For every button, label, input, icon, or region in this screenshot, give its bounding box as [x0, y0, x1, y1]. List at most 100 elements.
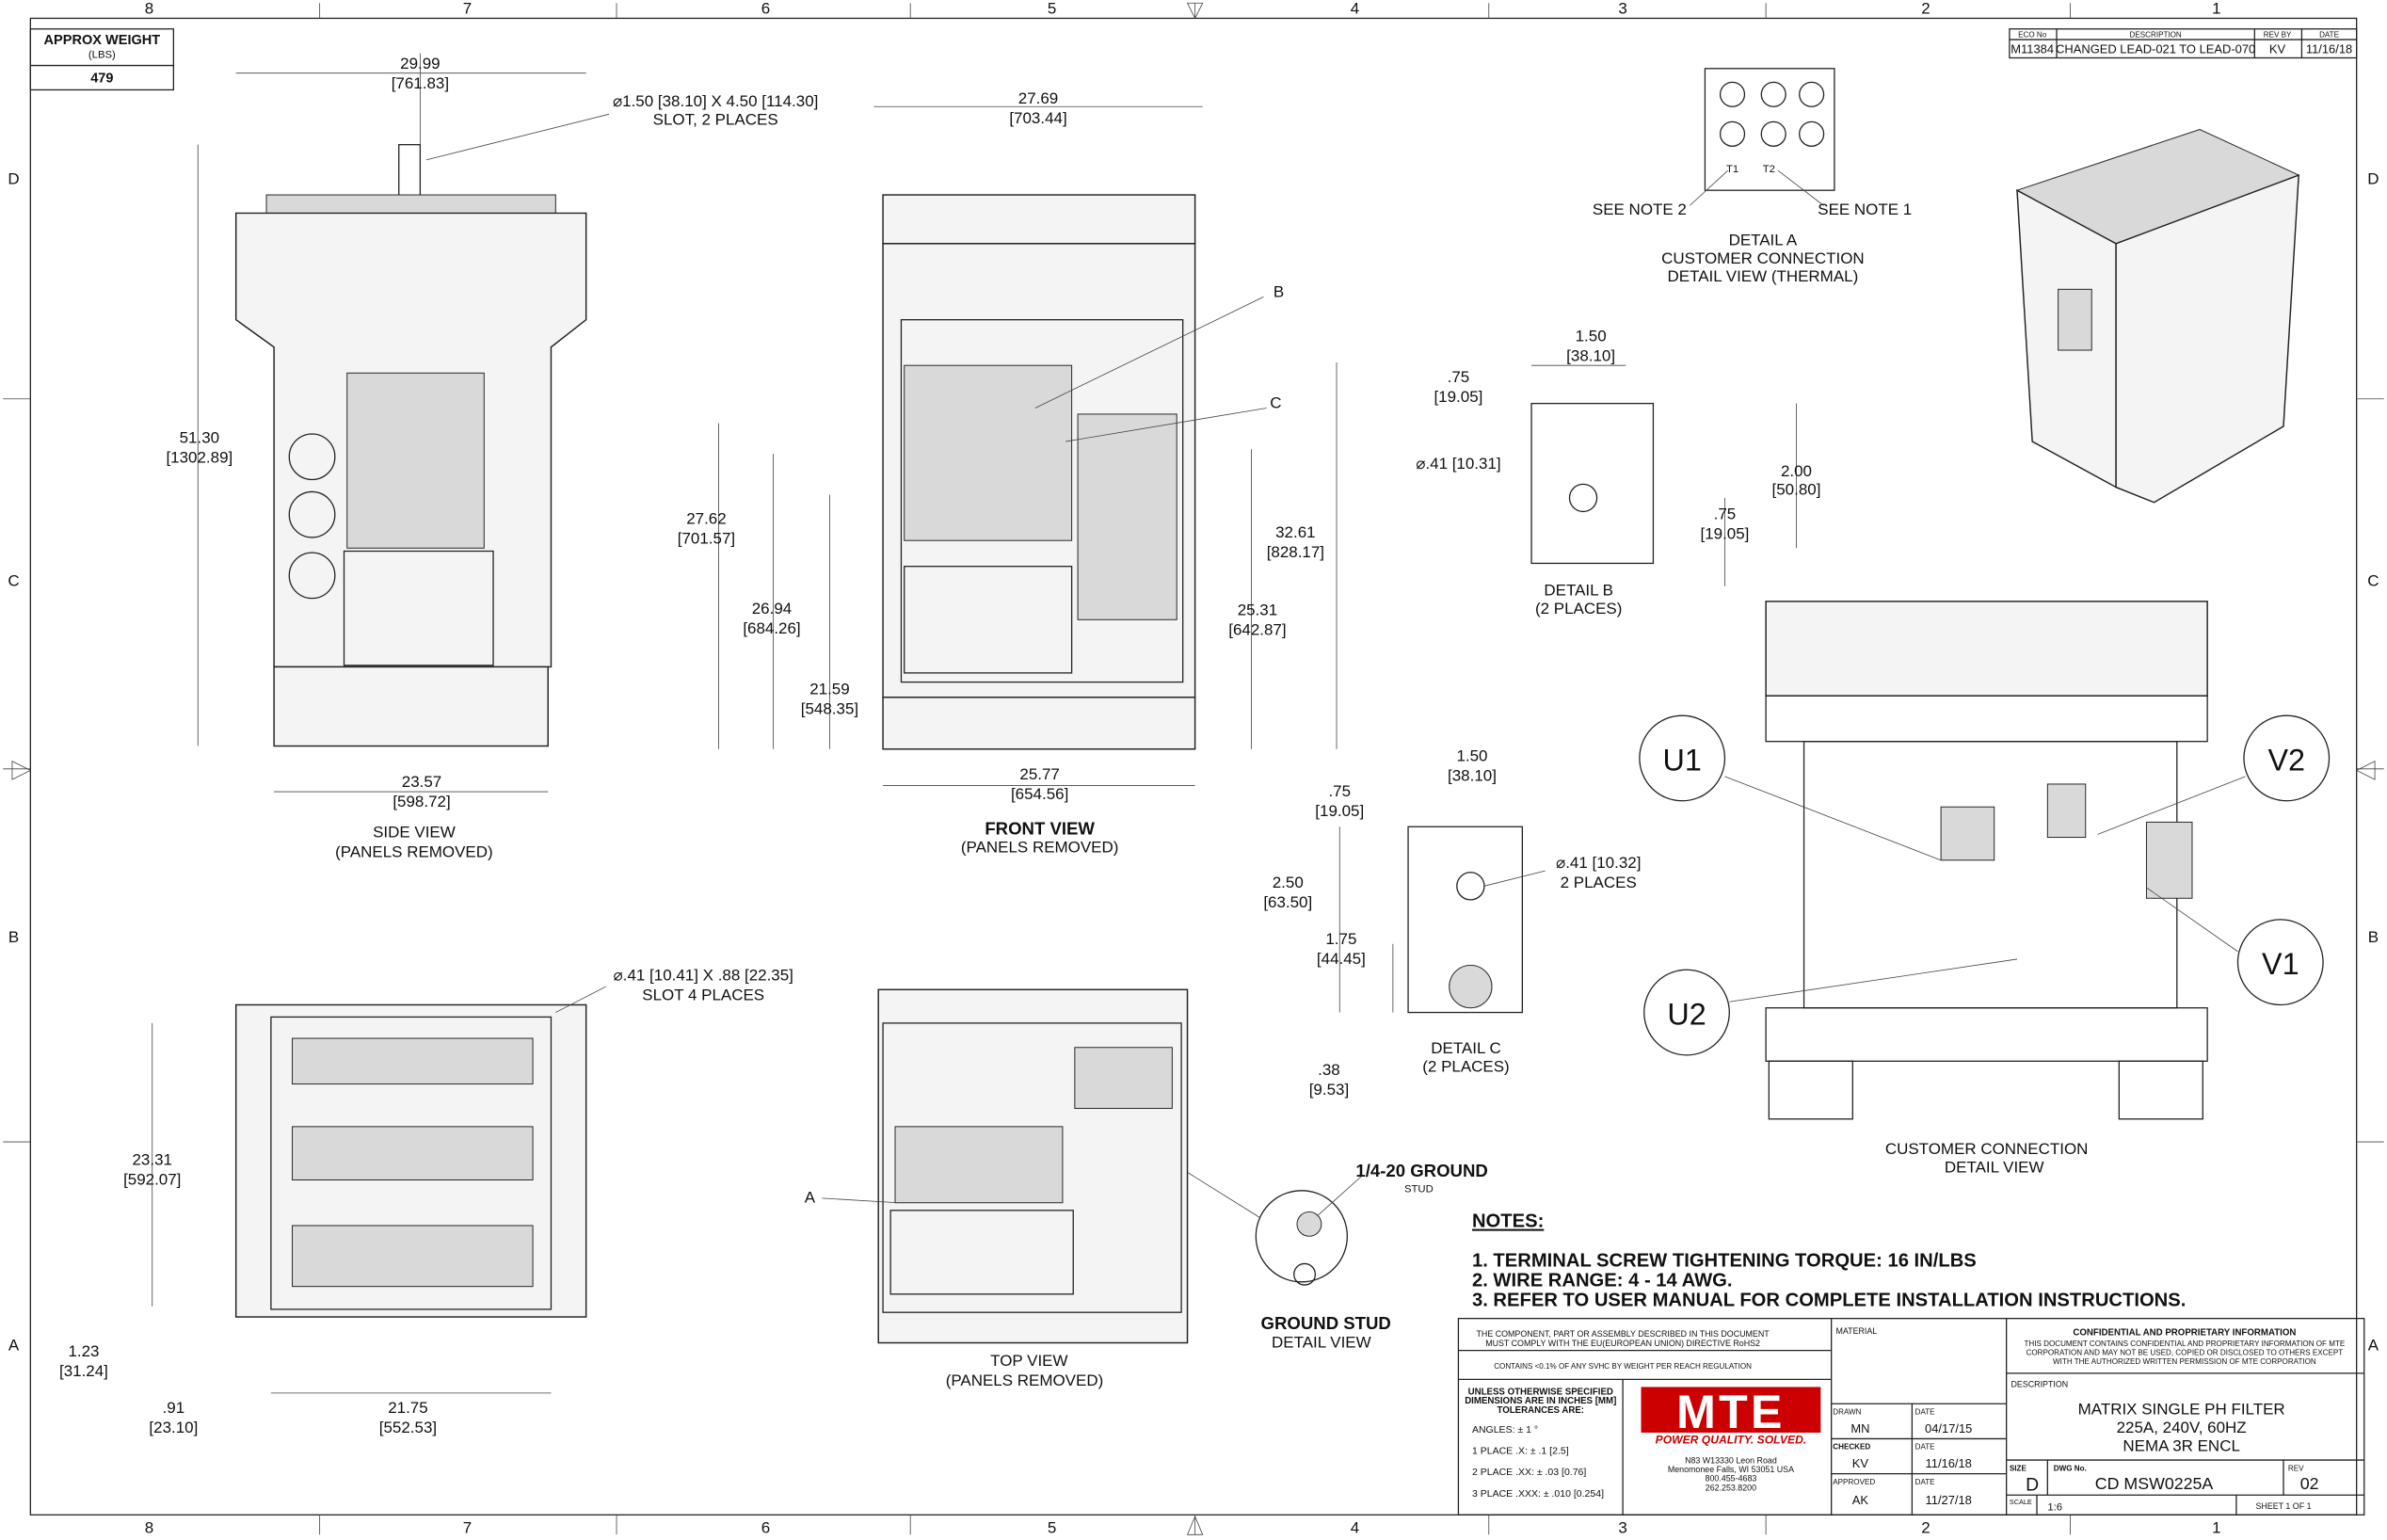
zone-column-label: 4: [1351, 1519, 1359, 1537]
bottom-slot-callout: ⌀.41 [10.41] X .88 [22.35]: [614, 967, 793, 985]
front-height-dim: 25.31: [1238, 601, 1277, 618]
zone-row-label: C: [8, 572, 19, 590]
side-base-dim: 23.57: [402, 773, 441, 791]
size-value: D: [2026, 1474, 2039, 1495]
drawing-border: [29, 17, 2358, 1516]
front-height-dim: 26.94: [752, 600, 792, 618]
side-height-dim: 51.30: [180, 429, 219, 447]
customer-connection-drawing: [1639, 601, 2331, 1120]
tolerance-angles: ANGLES: ± 1 °: [1472, 1424, 1538, 1436]
checked-date: 11/16/18: [1926, 1456, 1972, 1470]
zone-column-label: 6: [761, 1519, 770, 1537]
terminal-v2: V2: [2267, 743, 2305, 777]
ground-stud-subtitle: DETAIL VIEW: [1272, 1333, 1371, 1351]
detail-b-width-mm: [38.10]: [1566, 346, 1615, 364]
detail-c-height: .38: [1318, 1061, 1340, 1079]
front-height-dim: 27.62: [686, 509, 726, 527]
ground-stud-callout: 1/4-20 GROUND: [1355, 1161, 1487, 1180]
ground-stud-callout-2: STUD: [1404, 1183, 1434, 1195]
detail-a-subtitle: CUSTOMER CONNECTION: [1661, 249, 1865, 267]
terminal-t2: T2: [1763, 164, 1775, 175]
note-item: 3. REFER TO USER MANUAL FOR COMPLETE INS…: [1472, 1291, 2186, 1311]
center-mark: [1186, 2, 1204, 20]
detail-b-offset-mm: [19.05]: [1434, 388, 1482, 406]
notes-title: NOTES:: [1472, 1211, 1544, 1232]
zone-column-label: 1: [2212, 1519, 2220, 1537]
tolerance-heading-3: TOLERANCES ARE:: [1497, 1405, 1584, 1416]
bottom-height-dim: 23.31: [133, 1150, 172, 1168]
checked-label: CHECKED: [1833, 1443, 1870, 1452]
detail-b-hole: ⌀.41 [10.31]: [1416, 455, 1500, 473]
confidential-line: CORPORATION AND MAY NOT BE USED, COPIED …: [2027, 1348, 2344, 1356]
approved-label: APPROVED: [1833, 1478, 1875, 1486]
weight-value: 479: [90, 71, 113, 86]
tolerance-heading-2: DIMENSIONS ARE IN INCHES [MM]: [1465, 1396, 1616, 1406]
logo-tagline: POWER QUALITY. SOLVED.: [1656, 1433, 1807, 1446]
bottom-slot-places: SLOT 4 PLACES: [642, 987, 764, 1004]
bottom-left-dim-mm: [23.10]: [149, 1419, 198, 1436]
front-height-dim-mm: [701.57]: [678, 529, 735, 547]
zone-column-label: 6: [761, 0, 770, 18]
front-height-dim-mm: [828.17]: [1267, 543, 1324, 561]
zone-column-label: 1: [2212, 0, 2220, 18]
drawn-date: 04/17/15: [1925, 1421, 1972, 1436]
front-width-dim: 27.69: [1018, 89, 1058, 107]
terminal-u1: U1: [1663, 743, 1702, 777]
mte-logo: MTE POWER QUALITY. SOLVED.: [1641, 1386, 1821, 1446]
rev-header-revby: REV BY: [2264, 31, 2292, 40]
material-label: MATERIAL: [1836, 1326, 1878, 1336]
rev-header-eco: ECO No: [2018, 31, 2047, 40]
zone-column-label: 8: [145, 0, 153, 18]
detail-c-hole: ⌀.41 [10.32]: [1556, 854, 1641, 872]
detail-c-subtitle: (2 PLACES): [1422, 1058, 1509, 1076]
see-note-2: SEE NOTE 2: [1593, 201, 1687, 218]
detail-a-drawing: [1689, 68, 1835, 206]
ground-stud-drawing: [1187, 1172, 1363, 1286]
weight-title: APPROX WEIGHT: [44, 33, 161, 48]
title-block: THE COMPONENT, PART OR ASSEMBLY DESCRIBE…: [1457, 1318, 2365, 1516]
tolerance-3-place: 3 PLACE .XXX: ± .010 [0.254]: [1472, 1488, 1604, 1500]
zone-column-label: 3: [1618, 0, 1626, 18]
rohs-line-1: THE COMPONENT, PART OR ASSEMBLY DESCRIBE…: [1477, 1329, 1770, 1339]
bottom-width-dim: 21.75: [388, 1399, 427, 1417]
drawn-label: DRAWN: [1833, 1408, 1861, 1417]
zone-column-label: 5: [1048, 1519, 1056, 1537]
rev-header-date: DATE: [2319, 31, 2340, 40]
rev-header-description: DESCRIPTION: [2130, 31, 2182, 40]
front-height-dim-mm: [684.26]: [743, 619, 800, 637]
zone-row-label: D: [2367, 170, 2379, 188]
zone-column-label: 7: [463, 1519, 472, 1537]
zone-row-label: B: [2368, 928, 2379, 946]
detail-b-width: 1.50: [1576, 327, 1607, 345]
note-item: 1. TERMINAL SCREW TIGHTENING TORQUE: 16 …: [1472, 1251, 1977, 1272]
phone-1: 800.455-4683: [1706, 1474, 1757, 1484]
bottom-left-dim: .91: [163, 1399, 185, 1417]
zone-ticks: [3, 3, 2384, 1535]
ground-stud-title: GROUND STUD: [1261, 1313, 1391, 1333]
see-note-1: SEE NOTE 1: [1818, 201, 1912, 218]
zone-column-label: 5: [1048, 0, 1056, 18]
front-height-dim-mm: [548.35]: [801, 700, 858, 718]
front-view-drawing: [717, 105, 1338, 786]
detail-c-width-mm: [38.10]: [1448, 767, 1497, 785]
bottom-width-dim-mm: [552.53]: [379, 1419, 437, 1436]
revision-block: ECO No DESCRIPTION REV BY DATE M11384 CH…: [2009, 28, 2358, 59]
approx-weight-box: APPROX WEIGHT (LBS) 479: [29, 28, 175, 91]
size-label: SIZE: [2010, 1464, 2027, 1472]
detail-b-subtitle: (2 PLACES): [1535, 600, 1622, 618]
zone-row-label: B: [8, 928, 19, 946]
notes-section: NOTES: 1. TERMINAL SCREW TIGHTENING TORQ…: [1472, 1211, 2186, 1311]
detail-c-callout: C: [1270, 393, 1281, 411]
front-height-dim-mm: [642.87]: [1228, 620, 1286, 638]
tolerance-heading-1: UNLESS OTHERWISE SPECIFIED: [1468, 1388, 1613, 1398]
approved-by: AK: [1852, 1493, 1869, 1507]
date-label: DATE: [1915, 1408, 1936, 1417]
rev-date: 11/16/18: [2306, 42, 2352, 56]
center-mark: [2355, 761, 2376, 780]
side-view-drawing: [197, 53, 610, 793]
rev-label: REV: [2288, 1464, 2304, 1472]
top-view-drawing: [822, 988, 1189, 1344]
center-mark: [11, 761, 32, 780]
bottom-offset-dim: 1.23: [68, 1342, 99, 1360]
note-item: 2. WIRE RANGE: 4 - 14 AWG.: [1472, 1271, 1733, 1291]
